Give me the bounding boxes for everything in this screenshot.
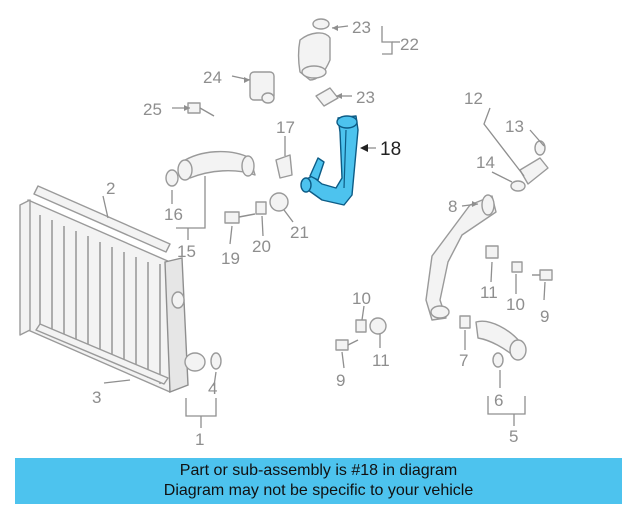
arrowheads [184, 25, 478, 207]
callout-22: 22 [400, 35, 419, 54]
clip-7 [459, 315, 471, 329]
callout-12: 12 [464, 89, 483, 108]
callout-9-right: 9 [540, 307, 549, 326]
callout-17: 17 [276, 118, 295, 137]
seal-strip-lower [35, 323, 169, 385]
banner-line-2: Diagram may not be specific to your vehi… [163, 482, 474, 499]
callout-2: 2 [106, 179, 115, 198]
callout-16: 16 [164, 205, 183, 224]
hose-top [297, 18, 339, 107]
callout-10-right: 10 [506, 295, 525, 314]
bolt-10-right [511, 261, 523, 273]
callout-1: 1 [195, 430, 204, 449]
bolt-9-lower [335, 339, 359, 351]
hose-lower-right [475, 320, 527, 368]
coolant-pipe-18 [300, 115, 359, 206]
clip-10-lower [355, 319, 367, 333]
callout-8: 8 [448, 197, 457, 216]
callout-20: 20 [252, 237, 271, 256]
bolt-19 [224, 211, 256, 224]
o-ring [210, 352, 222, 370]
callout-25: 25 [143, 100, 162, 119]
leader-lines [102, 25, 546, 428]
bolt-9-right [532, 269, 553, 281]
callout-7: 7 [459, 351, 468, 370]
callout-13: 13 [505, 117, 524, 136]
nut-21 [269, 192, 289, 212]
callout-11-right: 11 [480, 283, 498, 302]
callout-9-lower: 9 [336, 371, 345, 390]
nut-11-right [485, 245, 499, 259]
callout-23-mid: 23 [356, 88, 375, 107]
callout-10-lower: 10 [352, 289, 371, 308]
nut-11-lower [369, 317, 387, 335]
callout-15: 15 [177, 242, 196, 261]
callout-4: 4 [208, 379, 217, 398]
callout-3: 3 [92, 388, 101, 407]
callout-11-lower: 11 [372, 351, 390, 370]
callout-19: 19 [221, 249, 240, 268]
callout-24: 24 [203, 68, 222, 87]
hose-right [425, 194, 497, 321]
callout-18: 18 [380, 139, 401, 160]
seal-strip-upper [33, 185, 171, 253]
callout-5: 5 [509, 427, 518, 446]
callout-6: 6 [494, 391, 503, 410]
bracket [275, 154, 293, 179]
screw-25 [187, 102, 215, 117]
callout-23-top: 23 [352, 18, 371, 37]
clip-20 [255, 201, 267, 215]
sensor-24 [249, 71, 275, 104]
info-banner: Part or sub-assembly is #18 in diagram D… [15, 458, 622, 504]
callout-21: 21 [290, 223, 309, 242]
arrowhead-18 [360, 144, 368, 152]
hose-left [165, 150, 256, 187]
intercooler [19, 199, 206, 394]
banner-line-1: Part or sub-assembly is #18 in diagram [179, 462, 458, 479]
callout-14: 14 [476, 153, 495, 172]
